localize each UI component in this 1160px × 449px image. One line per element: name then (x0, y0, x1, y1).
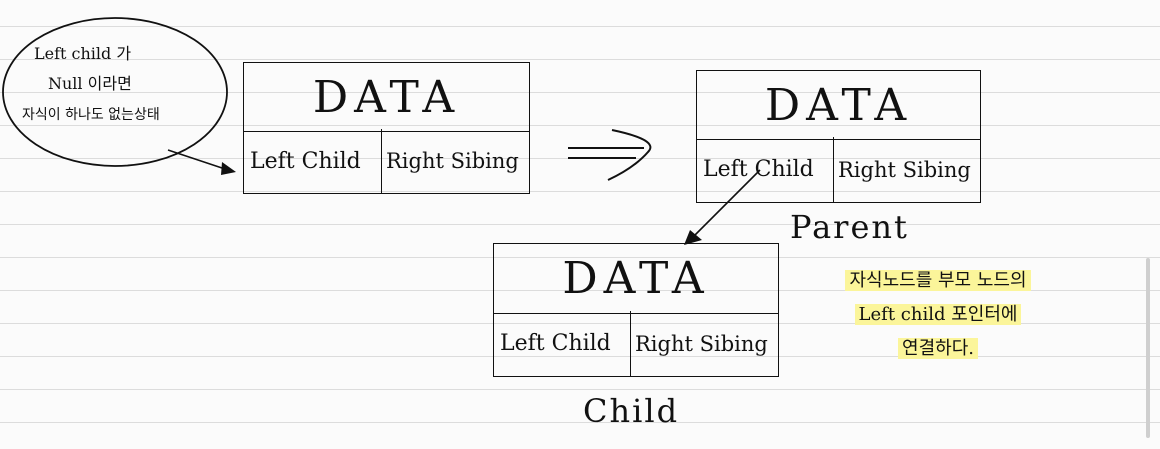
node-parent-data: DATA (697, 71, 980, 140)
bubble-line-2: Null 이라면 (48, 74, 132, 93)
child-label: Child (583, 392, 680, 430)
thought-bubble (2, 17, 228, 167)
parent-child-link (691, 169, 761, 239)
node-child-data: DATA (494, 244, 778, 314)
note-line-1: 자식노드를 부모 노드의 (845, 270, 1031, 291)
node-left-left-child: Left Child (244, 129, 382, 193)
node-child-left-child: Left Child (494, 311, 631, 376)
bubble-line-1: Left child 가 (34, 44, 132, 63)
node-parent-left-child: Left Child (697, 137, 834, 202)
parent-label: Parent (790, 208, 909, 246)
transform-arrow (568, 129, 652, 181)
note-line-3: 연결하다. (898, 338, 978, 359)
node-left-right-sibling: Right Sibing (386, 149, 519, 173)
node-parent: DATA Left Child Right Sibing (696, 70, 981, 203)
pointer-arrow-line (167, 149, 229, 171)
node-child-right-sibling: Right Sibing (635, 331, 768, 356)
scrollbar[interactable] (1146, 258, 1150, 438)
node-left: DATA Left Child Right Sibing (243, 62, 530, 194)
bubble-line-3: 자식이 하나도 없는상태 (22, 107, 160, 123)
parent-child-arrowhead (684, 230, 702, 245)
node-left-data: DATA (244, 63, 529, 132)
node-child: DATA Left Child Right Sibing (493, 243, 779, 377)
node-parent-right-sibling: Right Sibing (838, 157, 971, 182)
explanation-note: 자식노드를 부모 노드의 Left child 포인터에 연결하다. (818, 264, 1058, 366)
note-line-2: Left child 포인터에 (854, 304, 1022, 325)
pointer-arrow-head (221, 162, 236, 175)
